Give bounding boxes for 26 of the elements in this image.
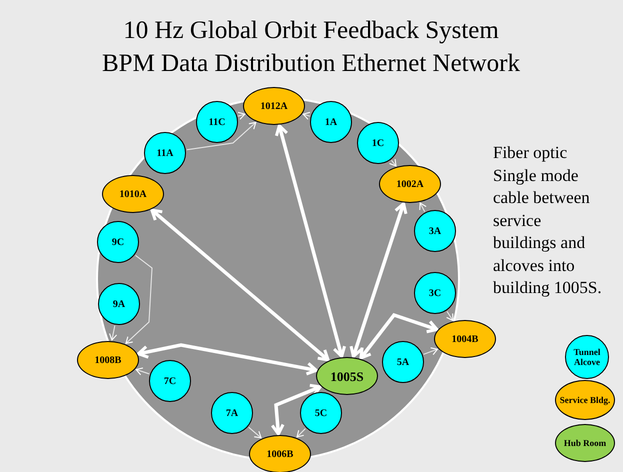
- arrow: [150, 208, 330, 362]
- arrow: [388, 158, 396, 166]
- arrow: [186, 122, 256, 150]
- arrow: [359, 312, 438, 360]
- arrow: [446, 310, 454, 321]
- arrow: [274, 124, 346, 358]
- legend-swatch: Service Bldg.: [555, 380, 615, 420]
- arrow: [136, 368, 150, 376]
- title: 10 Hz Global Orbit Feedback System BPM Data Distribution Ethernet Network: [101, 16, 521, 79]
- arrow: [423, 347, 438, 356]
- arrow: [136, 343, 318, 376]
- legend-swatch: Hub Room: [555, 424, 615, 462]
- building-ellipse: 1008B: [77, 341, 139, 379]
- building-ellipse: 1012A: [243, 87, 305, 125]
- arrow: [109, 325, 118, 341]
- note-text: Fiber optic Single mode cable between service buildings and alcoves into building 1005S.: [493, 142, 603, 299]
- arrow: [125, 254, 153, 344]
- arrow: [419, 202, 427, 212]
- arrow: [270, 384, 322, 436]
- legend-swatch: Tunnel Alcove: [565, 335, 609, 379]
- arrow: [248, 426, 262, 438]
- building-ellipse: 1004B: [434, 320, 496, 358]
- arrow: [296, 428, 306, 438]
- arrow: [350, 202, 408, 358]
- arrow: [238, 112, 246, 120]
- arrow: [302, 112, 310, 120]
